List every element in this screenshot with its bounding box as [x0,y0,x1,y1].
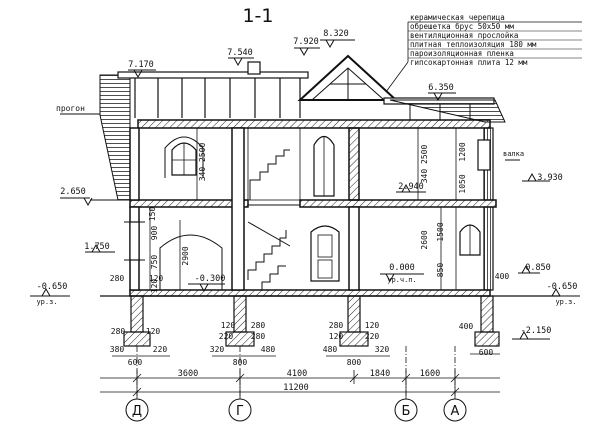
footing-3-b: 320 [375,345,390,354]
footing-1-a: 380 [110,345,125,354]
dim-right-1500: 1500 [436,222,445,241]
elev-right-window: 3.930 [537,173,563,183]
elev-dormer: 7.920 [293,37,319,47]
dim-right-1200: 1200 [458,142,467,161]
elev-ground-left: -0.650 [37,282,68,292]
fdim-4-a: 280 [329,321,344,330]
dim-right-1050: 1050 [458,174,467,193]
vertical-dims: 150 900 750 120 2900 340 2500 340 2500 1… [148,142,509,293]
fdim-1-b: 120 [146,327,161,336]
axis-label-g: Г [236,404,244,419]
bay-dim-4: 1600 [420,369,440,379]
footing-3-a: 480 [323,345,338,354]
footing-1-b: 220 [153,345,168,354]
fdim-3-b: 280 [251,332,266,341]
dim-floor2-h: 340 2500 [198,143,207,182]
elev-footing: -2.150 [521,326,552,336]
vertical-dim-lines [149,128,457,290]
dim-left-280: 280 [110,274,125,283]
legend-line-6: гипсокартонная плита 12 мм [410,58,528,67]
axis-label-a: А [451,404,460,419]
fdim-2-a: 120 [221,321,236,330]
dim-left-wall-a: 150 [148,207,157,222]
footing-3-w: 800 [347,358,362,367]
elev-sill-right: 0.850 [525,263,551,273]
fdim-2-b: 280 [251,321,266,330]
footing-1-w: 600 [128,358,143,367]
dim-left-120: 120 [149,274,164,283]
axis-markers: Д Г Б А [125,398,467,422]
elev-floor1: 0.000 [389,263,415,273]
foundations [123,295,500,347]
axis-label-d: Д [132,404,142,419]
elev-floor2-left: 2.650 [60,187,86,197]
elevation-labels: 8.320 7.920 7.540 7.170 6.350 3.930 2.65… [36,29,577,336]
floor-slabs [100,119,560,297]
elev-eave-right: 6.350 [428,83,454,93]
total-dim: 11200 [283,383,309,393]
footing-2-a: 320 [210,345,225,354]
label-balcony: валка [503,150,524,158]
legend-line-2: обрешетка брус 50x50 мм [410,22,514,31]
dim-left-wall-d: 120 [150,279,159,294]
elev-sill-left: 1.750 [84,242,110,252]
label-purlin: прогон [56,104,85,113]
fdim-1-a: 280 [111,327,126,336]
dim-right-floor2: 340 2500 [420,145,429,184]
dim-right-400: 400 [495,272,510,281]
roof-legend: керамическая черепица обрешетка брус 50x… [379,13,582,101]
bay-dim-3: 1840 [370,369,390,379]
footing-dim-lines [112,353,500,357]
openings [124,135,491,290]
elevation-marks [30,39,580,340]
fdim-5-a: 120 [329,332,344,341]
fdim-3-a: 220 [219,332,234,341]
elev-ridge: 8.320 [323,29,349,39]
footing-4-w: 600 [479,348,494,357]
elev-ground-left-sub: ур.з. [36,298,57,306]
fdim-5-b: 220 [365,332,380,341]
elev-basement-inner: -0.300 [195,274,226,284]
footing-2-b: 480 [261,345,276,354]
elev-floor1-sub: ур.ч.п. [387,276,417,284]
dim-left-wall-b: 900 [150,226,159,241]
dim-right-floor1: 2600 [420,230,429,249]
elev-floor2-inner: 2.940 [398,182,424,192]
stairs [247,149,300,291]
legend-line-3: вентиляционная прослойка [410,31,518,40]
bay-dim-2: 4100 [287,369,307,379]
roof [99,54,506,201]
dim-left-wall-c: 750 [150,255,159,270]
fdim-4-b: 120 [365,321,380,330]
dim-floor1-h: 2900 [181,246,190,265]
elev-ground-right: -0.650 [547,282,578,292]
legend-line-5: пароизоляционная пленка [410,49,514,58]
legend-line-1: керамическая черепица [410,13,505,22]
bay-dims: 3600 4100 1840 1600 11200 [178,369,440,393]
legend-line-4: плитная теплоизоляция 180 мм [410,40,537,49]
elev-eave-left: 7.170 [128,60,154,70]
elev-ground-right-sub: ур.з. [555,298,576,306]
axis-leaders [136,346,456,398]
section-title: 1-1 [242,5,273,27]
dim-right-850: 850 [436,263,445,278]
foundation-dim-row: 280 120 120 280 220 280 280 120 120 220 [111,321,380,341]
axis-label-b: Б [402,404,411,419]
elev-chimney: 7.540 [227,48,253,58]
dim-right-400-b: 400 [459,322,474,331]
bay-dim-1: 3600 [178,369,198,379]
